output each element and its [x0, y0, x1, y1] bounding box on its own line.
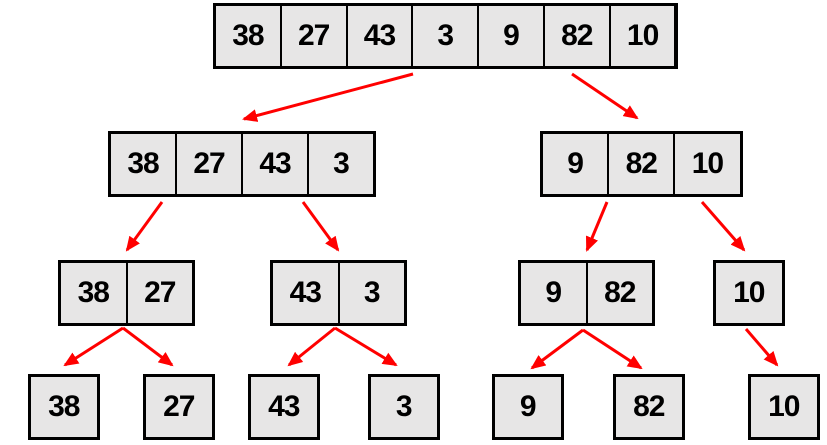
array-node: 10	[713, 260, 785, 326]
array-cell: 27	[279, 6, 346, 66]
split-arrow	[744, 328, 779, 367]
array-node: 43	[248, 374, 320, 440]
split-arrow	[125, 201, 164, 252]
array-cell: 3	[307, 134, 373, 194]
array-cell: 38	[216, 6, 280, 66]
array-cell: 3	[411, 6, 478, 66]
array-cell: 9	[477, 6, 543, 66]
array-cell: 43	[241, 134, 307, 194]
array-cell: 10	[608, 6, 675, 66]
array-cell: 10	[751, 377, 817, 437]
array-node: 27	[143, 374, 215, 440]
array-cell: 82	[616, 377, 682, 437]
array-cell: 10	[673, 134, 740, 194]
array-node: 9	[492, 374, 564, 440]
array-node: 3	[368, 374, 440, 440]
array-cell: 82	[585, 263, 652, 323]
split-arrow	[334, 326, 398, 367]
array-cell: 27	[146, 377, 212, 437]
array-node: 38	[28, 374, 100, 440]
array-cell: 38	[31, 377, 97, 437]
array-cell: 43	[251, 377, 317, 437]
split-arrow	[530, 328, 584, 370]
array-cell: 3	[371, 377, 437, 437]
split-arrow	[287, 326, 336, 367]
array-cell: 82	[542, 6, 609, 66]
split-arrow	[700, 201, 746, 252]
array-cell: 3	[337, 263, 404, 323]
array-cell: 38	[61, 263, 126, 323]
split-arrow	[571, 72, 639, 120]
array-cell: 27	[175, 134, 241, 194]
split-arrow	[301, 201, 340, 252]
split-arrow	[63, 326, 124, 367]
array-cell: 43	[273, 263, 338, 323]
array-cell: 9	[521, 263, 586, 323]
array-node: 82	[613, 374, 685, 440]
split-arrow	[582, 328, 643, 370]
split-arrow	[122, 326, 174, 367]
array-cell: 9	[543, 134, 608, 194]
array-cell: 9	[495, 377, 561, 437]
array-cell: 43	[345, 6, 412, 66]
array-cell: 82	[607, 134, 674, 194]
array-cell: 27	[125, 263, 192, 323]
array-node: 10	[748, 374, 820, 440]
array-cell: 10	[716, 263, 782, 323]
array-cell: 38	[111, 134, 175, 194]
split-arrow	[585, 201, 609, 252]
split-arrow	[242, 72, 414, 122]
